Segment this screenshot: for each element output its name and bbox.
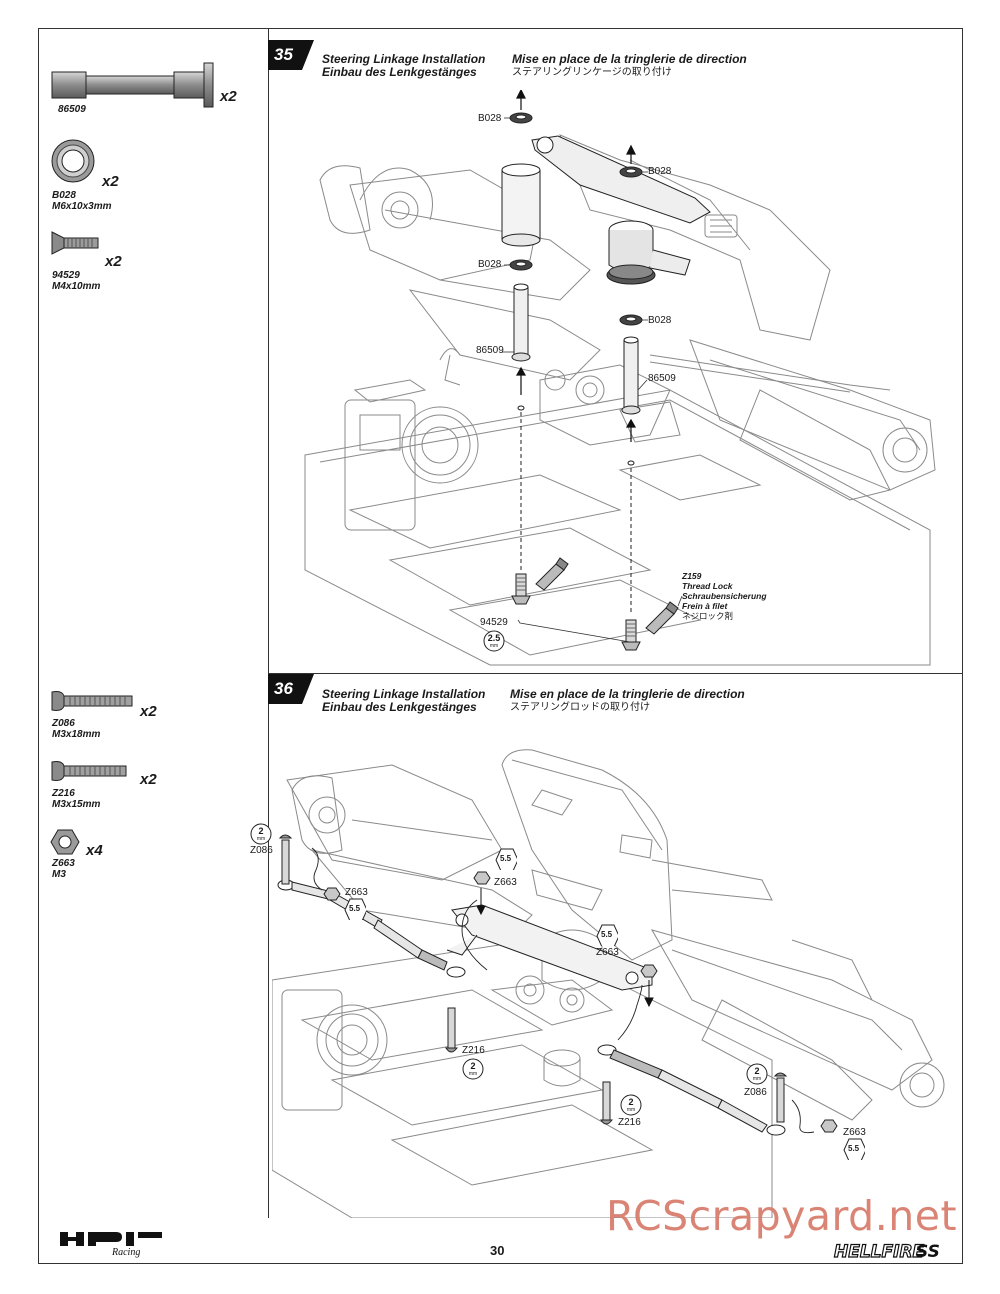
part-code-94529: 94529 — [52, 270, 80, 281]
part-qty-b028: x2 — [102, 173, 119, 190]
step-36-number: 36 — [274, 679, 293, 698]
shaft-86509-icon — [51, 62, 214, 108]
part-code-b028: B028 — [52, 190, 76, 201]
flat-screw-94529-icon — [51, 231, 99, 255]
callout-z086-right: Z086 — [744, 1087, 767, 1098]
threadlock-de: Schraubensicherung — [682, 591, 767, 601]
part-size-z663: M3 — [52, 869, 66, 880]
part-code-z216: Z216 — [52, 788, 75, 799]
part-qty-94529: x2 — [105, 253, 122, 270]
step-35-number: 35 — [274, 45, 293, 64]
step-35-title-en: Steering Linkage Installation — [322, 52, 486, 66]
svg-text:HELLFIRE: HELLFIRE — [834, 1242, 925, 1262]
sidebar-divider — [268, 28, 269, 1218]
socket-wrench-5-5mm-icon-b — [495, 848, 517, 870]
part-size-94529: M4x10mm — [52, 281, 101, 292]
hex-wrench-size-icon: 2.5 mm — [483, 630, 505, 652]
part-size-z216: M3x15mm — [52, 799, 101, 810]
hellfire-ss-logo: HELLFIRE SS — [833, 1241, 940, 1262]
page-number: 30 — [490, 1243, 505, 1258]
part-qty-z216: x2 — [140, 771, 157, 788]
part-code-z086: Z086 — [52, 718, 75, 729]
socket-size-a: 5.5 — [349, 904, 361, 913]
callout-86509-right: 86509 — [648, 373, 676, 384]
callout-z663-right: Z663 — [843, 1127, 866, 1138]
nut-z663-icon — [50, 829, 80, 855]
step-35-title-de: Einbau des Lenkgestänges — [322, 65, 477, 79]
hex-wrench-2mm-icon-c: 2 mm — [620, 1094, 642, 1116]
part-qty-86509: x2 — [220, 88, 237, 105]
socket-size-d: 5.5 — [848, 1144, 860, 1153]
callout-94529: 94529 — [480, 617, 508, 628]
part-size-b028: M6x10x3mm — [52, 201, 112, 212]
step-35-assembly-drawing — [304, 90, 936, 666]
threadlock-code: Z159 — [682, 571, 702, 581]
hpi-racing-logo: Racing — [60, 1232, 162, 1258]
watermark-text: RCScrapyard.net — [606, 1192, 958, 1240]
step-36-title-fr: Mise en place de la tringlerie de direct… — [510, 687, 745, 701]
part-qty-z663: x4 — [86, 842, 103, 859]
step-35-badge — [268, 40, 314, 70]
step-35-title-jp: ステアリングリンケージの取り付け — [512, 67, 672, 78]
socket-wrench-5-5mm-icon-a — [344, 898, 366, 920]
part-code-z663: Z663 — [52, 858, 75, 869]
socket-size-b: 5.5 — [500, 854, 512, 863]
part-size-z086: M3x18mm — [52, 729, 101, 740]
bearing-b028-icon — [51, 139, 95, 183]
callout-b028-right-lower: B028 — [648, 315, 672, 326]
socket-wrench-5-5mm-icon-c — [596, 924, 618, 946]
step-36-title-en: Steering Linkage Installation — [322, 687, 486, 701]
callout-z663-left: Z663 — [345, 887, 368, 898]
part-qty-z086: x2 — [140, 703, 157, 720]
threadlock-fr: Frein à filet — [682, 601, 728, 611]
part-code-86509: 86509 — [58, 104, 86, 115]
svg-text:SS: SS — [916, 1242, 940, 1262]
callout-b028-left-lower: B028 — [478, 259, 502, 270]
step-36-title-jp: ステアリングロッドの取り付け — [510, 702, 650, 713]
callout-z663-center: Z663 — [596, 947, 619, 958]
page-frame — [38, 28, 963, 1264]
step-35-title-fr: Mise en place de la tringlerie de direct… — [512, 52, 747, 66]
button-screw-z086-icon — [51, 691, 133, 711]
socket-wrench-5-5mm-icon-d — [843, 1138, 865, 1160]
step-36-badge — [268, 674, 314, 704]
hex-wrench-2mm-icon-d: 2 mm — [746, 1063, 768, 1085]
callout-z663-top: Z663 — [494, 877, 517, 888]
step-36-assembly-drawing — [272, 749, 945, 1218]
callout-z086-left: Z086 — [250, 845, 273, 856]
callout-86509-left: 86509 — [476, 345, 504, 356]
step-36-title-de: Einbau des Lenkgestänges — [322, 700, 477, 714]
callout-z216-left: Z216 — [462, 1045, 485, 1056]
threadlock-en: Thread Lock — [682, 581, 733, 591]
callout-b028-right: B028 — [648, 166, 672, 177]
callout-b028-top: B028 — [478, 113, 502, 124]
button-screw-z216-icon — [51, 761, 127, 781]
socket-size-c: 5.5 — [601, 930, 613, 939]
hex-wrench-2mm-icon-b: 2 mm — [462, 1058, 484, 1080]
svg-text:Racing: Racing — [111, 1247, 140, 1258]
step-divider — [268, 673, 962, 674]
threadlock-jp: ネジロック剤 — [682, 611, 734, 621]
callout-z216-right: Z216 — [618, 1117, 641, 1128]
hex-wrench-2mm-icon-a: 2 mm — [250, 823, 272, 845]
